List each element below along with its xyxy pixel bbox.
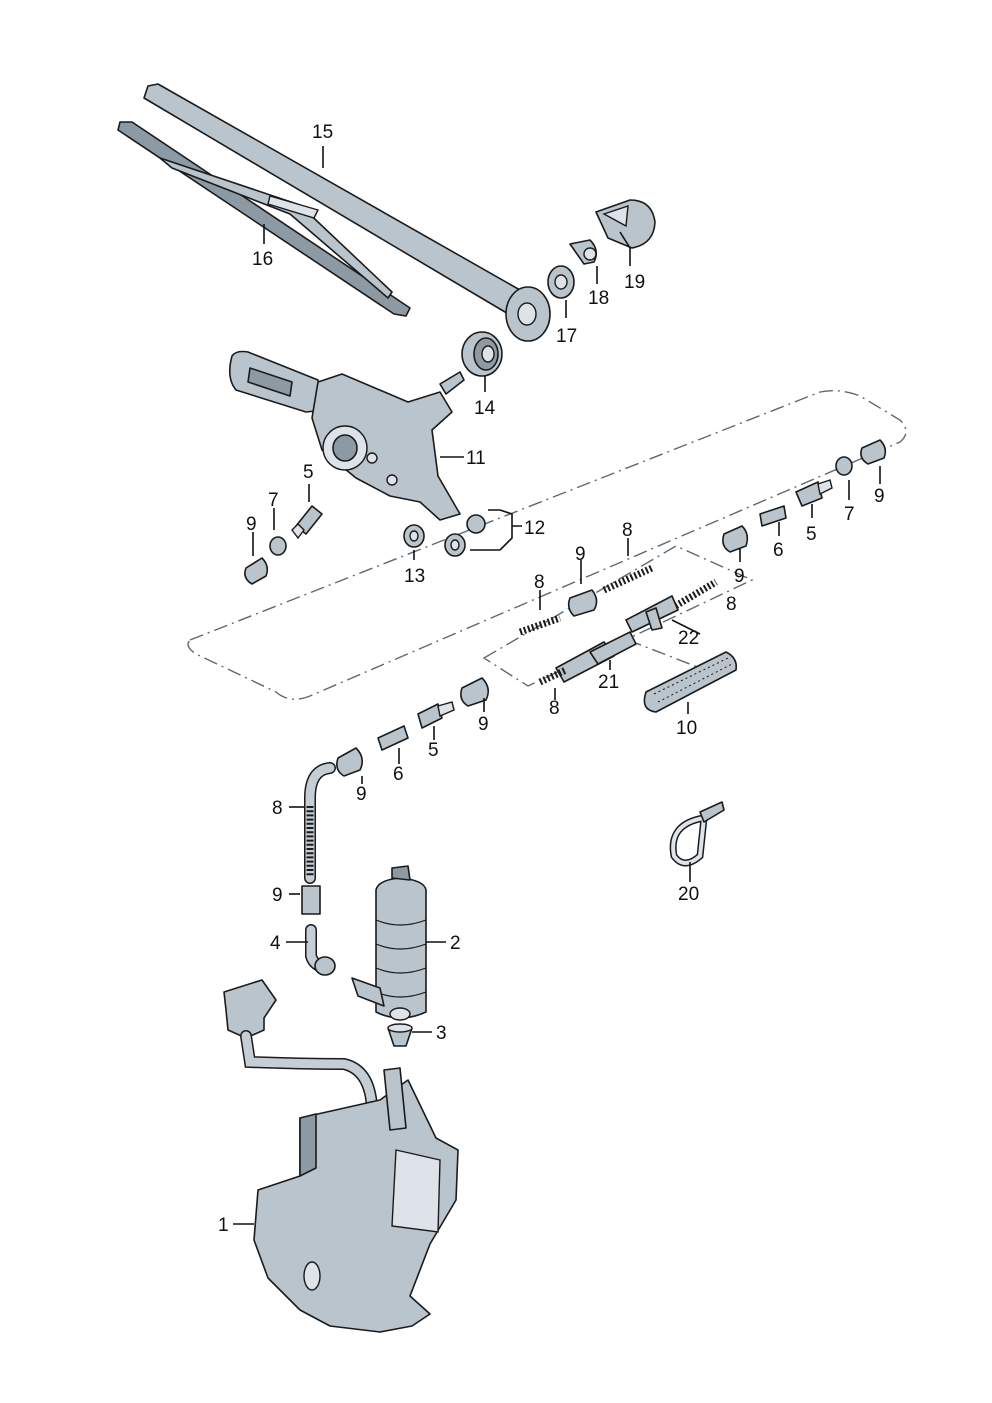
label-9-right: 9: [734, 566, 745, 587]
mounting-nut: [444, 514, 486, 557]
wiper-motor: [228, 350, 465, 521]
arm-cover-cap: [595, 199, 656, 249]
label-8-top: 8: [622, 520, 633, 541]
label-12: 12: [524, 518, 545, 539]
label-5-left: 5: [303, 462, 314, 483]
connector-lower: [417, 701, 455, 729]
label-8-bottom: 8: [549, 698, 560, 719]
connector-right: [795, 479, 833, 507]
hose-sleeve-lower-right: [460, 677, 490, 707]
label-15: 15: [312, 122, 333, 143]
y-connector: [555, 631, 637, 683]
protective-sleeve: [643, 651, 738, 713]
spring-hose-8a: [518, 614, 562, 636]
label-3: 3: [436, 1023, 447, 1044]
wiper-arm: [143, 83, 551, 342]
label-13: 13: [404, 566, 425, 587]
label-18: 18: [588, 288, 609, 309]
label-6-lower: 6: [393, 764, 404, 785]
arm-washer: [569, 239, 598, 265]
label-1: 1: [218, 1215, 229, 1236]
label-7-left: 7: [268, 490, 279, 511]
adapter-lower: [377, 725, 409, 751]
label-2: 2: [450, 933, 461, 954]
spring-hose-8c: [670, 578, 718, 612]
label-17: 17: [556, 326, 577, 347]
hose-sleeve-right-top: [860, 439, 887, 465]
label-14: 14: [474, 398, 496, 419]
clip-left: [269, 536, 287, 556]
label-9-lower-left: 9: [356, 784, 367, 805]
spring-hose-8b: [602, 564, 654, 594]
vertical-hose: [304, 762, 336, 884]
label-7-right: 7: [844, 504, 855, 525]
spring-hose-8d: [538, 666, 568, 686]
label-11: 11: [466, 448, 486, 469]
pump-grommet: [387, 1023, 413, 1047]
part-labels: 15 16 19 18 17 14 11 5 7 9 12 13 8 9 8 9…: [218, 122, 885, 1236]
label-8-vertical: 8: [272, 798, 283, 819]
adapter-right: [759, 505, 787, 527]
label-20: 20: [678, 884, 699, 905]
leader-lines: [233, 146, 881, 1225]
sleeve-link-line: [627, 639, 701, 669]
label-5-right: 5: [806, 524, 817, 545]
motor-mount-nut: [403, 524, 425, 548]
label-8-left: 8: [534, 572, 545, 593]
connector-group-outline: [482, 545, 754, 687]
label-9-vertical: 9: [272, 885, 283, 906]
label-4: 4: [270, 933, 281, 954]
label-19: 19: [624, 272, 645, 293]
label-22: 22: [678, 628, 699, 649]
label-8-right: 8: [726, 594, 737, 615]
elbow-connector: [305, 924, 336, 976]
arm-nut: [547, 265, 575, 299]
label-9-far-right: 9: [874, 486, 885, 507]
clip-right: [835, 456, 853, 476]
label-9-lower-right: 9: [478, 714, 489, 735]
wiper-blade: [117, 121, 411, 317]
label-10: 10: [676, 718, 697, 739]
t-connector: [625, 595, 679, 633]
hose-sleeve-center: [567, 589, 598, 617]
cable-strap: [669, 801, 725, 867]
label-6-right: 6: [773, 540, 784, 561]
hose-routing-outline: [187, 389, 907, 700]
hose-sleeve-vertical: [301, 885, 321, 915]
hose-sleeve-lower-left: [336, 747, 364, 777]
label-9-center: 9: [575, 544, 586, 565]
label-9-left: 9: [246, 514, 257, 535]
label-21: 21: [598, 672, 619, 693]
connector-left: [291, 505, 323, 540]
shaft-grommet: [461, 331, 503, 377]
label-16: 16: [252, 249, 273, 270]
hose-sleeve-left: [244, 557, 269, 585]
washer-fluid-reservoir: [223, 979, 459, 1333]
washer-pump: [351, 865, 427, 1021]
hose-sleeve-right: [722, 525, 749, 553]
label-5-lower: 5: [428, 740, 439, 761]
